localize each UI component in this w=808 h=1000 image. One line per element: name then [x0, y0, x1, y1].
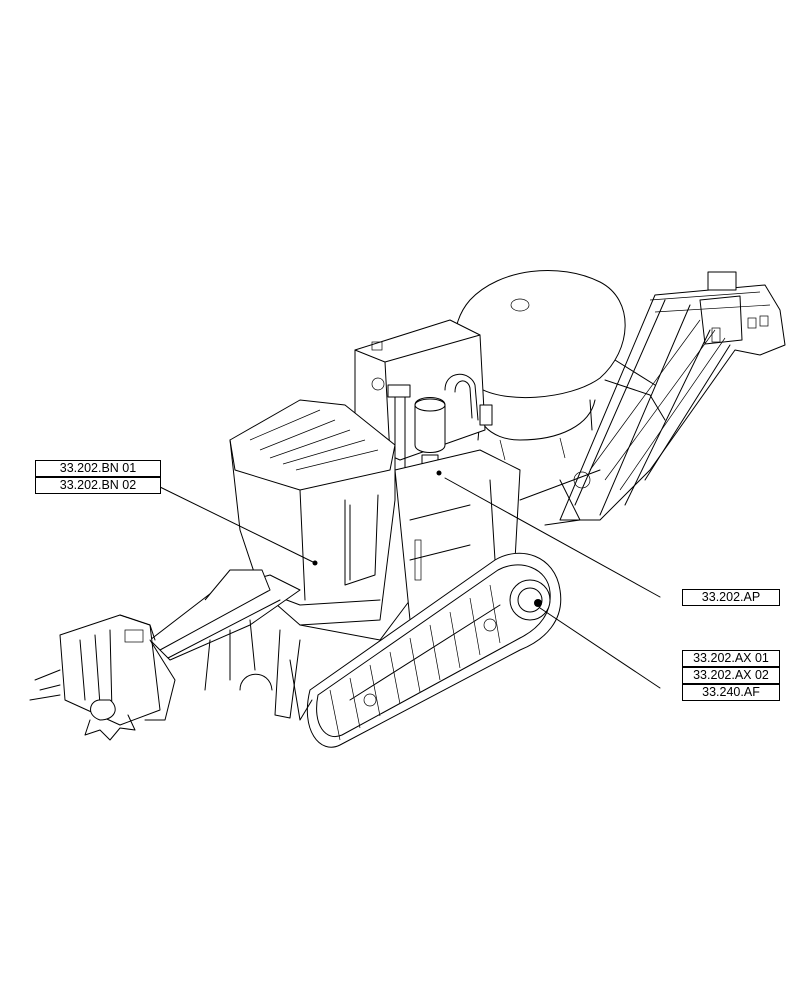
crawler-track	[306, 552, 562, 748]
elevator-conveyor	[519, 271, 786, 526]
callout-33-202-bn-02[interactable]: 33.202.BN 02	[35, 477, 161, 494]
callout-33-202-ap[interactable]: 33.202.AP	[682, 589, 780, 606]
leader-lines	[159, 470, 661, 689]
callout-33-202-bn-01[interactable]: 33.202.BN 01	[35, 460, 161, 477]
callout-33-202-ax-02[interactable]: 33.202.AX 02	[682, 667, 780, 684]
base-cutter-arm	[149, 569, 313, 721]
callout-33-202-ax-01[interactable]: 33.202.AX 01	[682, 650, 780, 667]
callout-33-240-af[interactable]: 33.240.AF	[682, 684, 780, 701]
crop-divider	[29, 614, 176, 741]
engine-housing	[354, 319, 493, 471]
extractor-drum	[454, 269, 626, 461]
